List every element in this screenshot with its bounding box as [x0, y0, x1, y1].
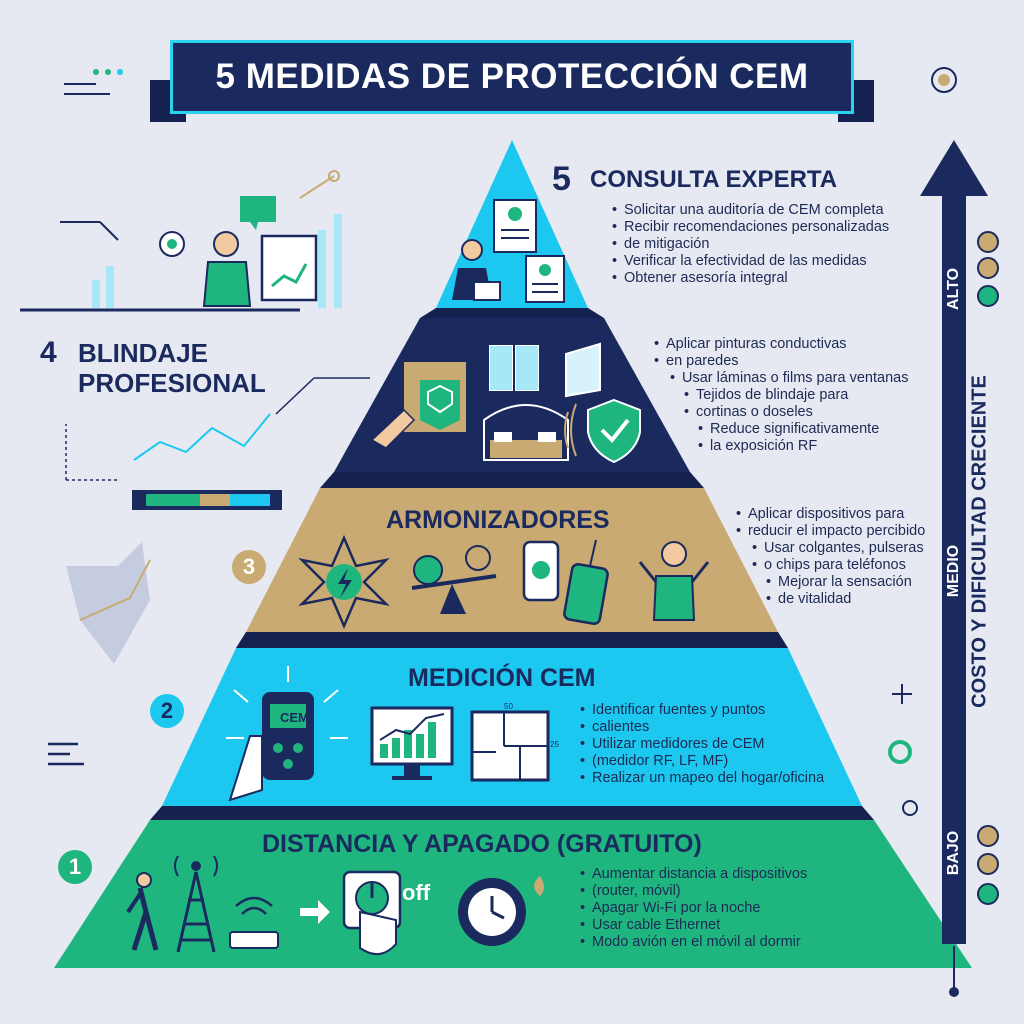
axis-high-label: ALTO [945, 267, 962, 311]
list-item: Utilizar medidores de CEM [578, 736, 868, 753]
list-item: (medidor RF, LF, MF) [578, 753, 868, 770]
phone-chip-icon [522, 539, 609, 625]
antenna-tower-icon [174, 855, 218, 953]
list-item: Tejidos de blindaje para [682, 387, 932, 404]
list-item: calientes [578, 719, 868, 736]
level-1-title: DISTANCIA Y APAGADO (GRATUITO) [262, 830, 702, 858]
axis-low-label: BAJO [945, 830, 962, 876]
walking-person-icon [126, 872, 159, 951]
left-lines-decoration [48, 69, 123, 766]
list-item: Identificar fuentes y puntos [578, 702, 868, 719]
level-2-bullets: Identificar fuentes y puntos calientes U… [578, 702, 868, 787]
list-item: en paredes [652, 353, 932, 370]
level-1-number: 1 [58, 850, 92, 884]
bed-canopy-icon [483, 404, 569, 461]
axis-medium-label: MEDIO [945, 544, 962, 598]
list-item: la exposición RF [696, 438, 932, 455]
energy-star-icon [298, 534, 390, 630]
list-item: o chips para teléfonos [750, 557, 944, 574]
axis-label: COSTO Y DIFICULTAD CRECIENTE [968, 375, 991, 708]
list-item: de vitalidad [764, 591, 944, 608]
level-4-title-line1: BLINDAJE [78, 338, 209, 368]
list-item: Usar láminas o films para ventanas [668, 370, 932, 387]
list-item: Aplicar dispositivos para [734, 506, 944, 523]
level-4-bullets: Aplicar pinturas conductivas en paredes … [652, 336, 932, 455]
list-item: Apagar Wi-Fi por la noche [578, 900, 848, 917]
level-4-title-line2: PROFESIONAL [78, 368, 266, 398]
cost-axis-arrow [920, 140, 988, 997]
floor-plan-icon [470, 710, 550, 782]
list-item: Aplicar pinturas conductivas [652, 336, 932, 353]
list-item: Realizar un mapeo del hogar/oficina [578, 770, 868, 787]
geometric-decoration [66, 542, 151, 664]
list-item: Aumentar distancia a dispositivos [578, 866, 848, 883]
list-item: (router, móvil) [578, 883, 848, 900]
power-switch-icon [342, 870, 402, 955]
vitality-person-icon [638, 541, 710, 621]
level-5-title: CONSULTA EXPERTA [590, 166, 838, 193]
list-item: cortinas o doseles [682, 404, 932, 421]
list-item: Usar colgantes, pulseras [750, 540, 944, 557]
wifi-router-icon [229, 896, 279, 949]
level-1-bullets: Aumentar distancia a dispositivos (route… [578, 866, 848, 951]
coin-icons [977, 231, 999, 905]
level-4-title: BLINDAJE PROFESIONAL [78, 338, 266, 398]
list-item: Recibir recomendaciones personalizadas [610, 219, 930, 236]
shielding-paint-icon [370, 362, 466, 449]
shield-check-icon [564, 398, 641, 464]
monitor-chart-icon [370, 706, 454, 780]
arrow-right-icon [300, 900, 330, 924]
emf-meter-icon [228, 692, 314, 802]
list-item: Modo avión en el móvil al dormir [578, 934, 848, 951]
analyst-illustration [20, 170, 342, 312]
night-clock-icon [458, 876, 544, 946]
right-decorations [888, 67, 957, 816]
plan-label-side: 25 [550, 740, 559, 749]
balance-icon [411, 545, 497, 614]
title-banner: 5 MEDIDAS DE PROTECCIÓN CEM [170, 40, 854, 114]
emf-wave-arrows [226, 666, 348, 739]
level-3-bullets: Aplicar dispositivos para reducir el imp… [734, 506, 944, 608]
list-item: Usar cable Ethernet [578, 917, 848, 934]
page-title: 5 MEDIDAS DE PROTECCIÓN CEM [215, 57, 809, 96]
expert-consultant-icon [452, 199, 565, 303]
plan-label-top: 50 [504, 702, 513, 711]
level-3-title: ARMONIZADORES [386, 506, 610, 534]
list-item: Reduce significativamente [696, 421, 932, 438]
level-2-number: 2 [150, 694, 184, 728]
window-film-icon [487, 342, 601, 398]
list-item: Obtener asesoría integral [610, 270, 930, 287]
off-label: off [402, 880, 431, 905]
list-item: Mejorar la sensación [764, 574, 944, 591]
level-2-title: MEDICIÓN CEM [408, 664, 596, 692]
meter-display-label: CEM [280, 710, 309, 725]
list-item: Verificar la efectividad de las medidas [610, 253, 930, 270]
list-item: Solicitar una auditoría de CEM completa [610, 202, 930, 219]
list-item: reducir el impacto percibido [734, 523, 944, 540]
level-5-bullets: Solicitar una auditoría de CEM completa … [610, 202, 930, 287]
list-item: de mitigación [610, 236, 930, 253]
signal-graph-decoration [65, 377, 370, 510]
level-5-number: 5 [552, 160, 571, 198]
level-3-number: 3 [232, 550, 266, 584]
level-4-number: 4 [40, 336, 57, 369]
